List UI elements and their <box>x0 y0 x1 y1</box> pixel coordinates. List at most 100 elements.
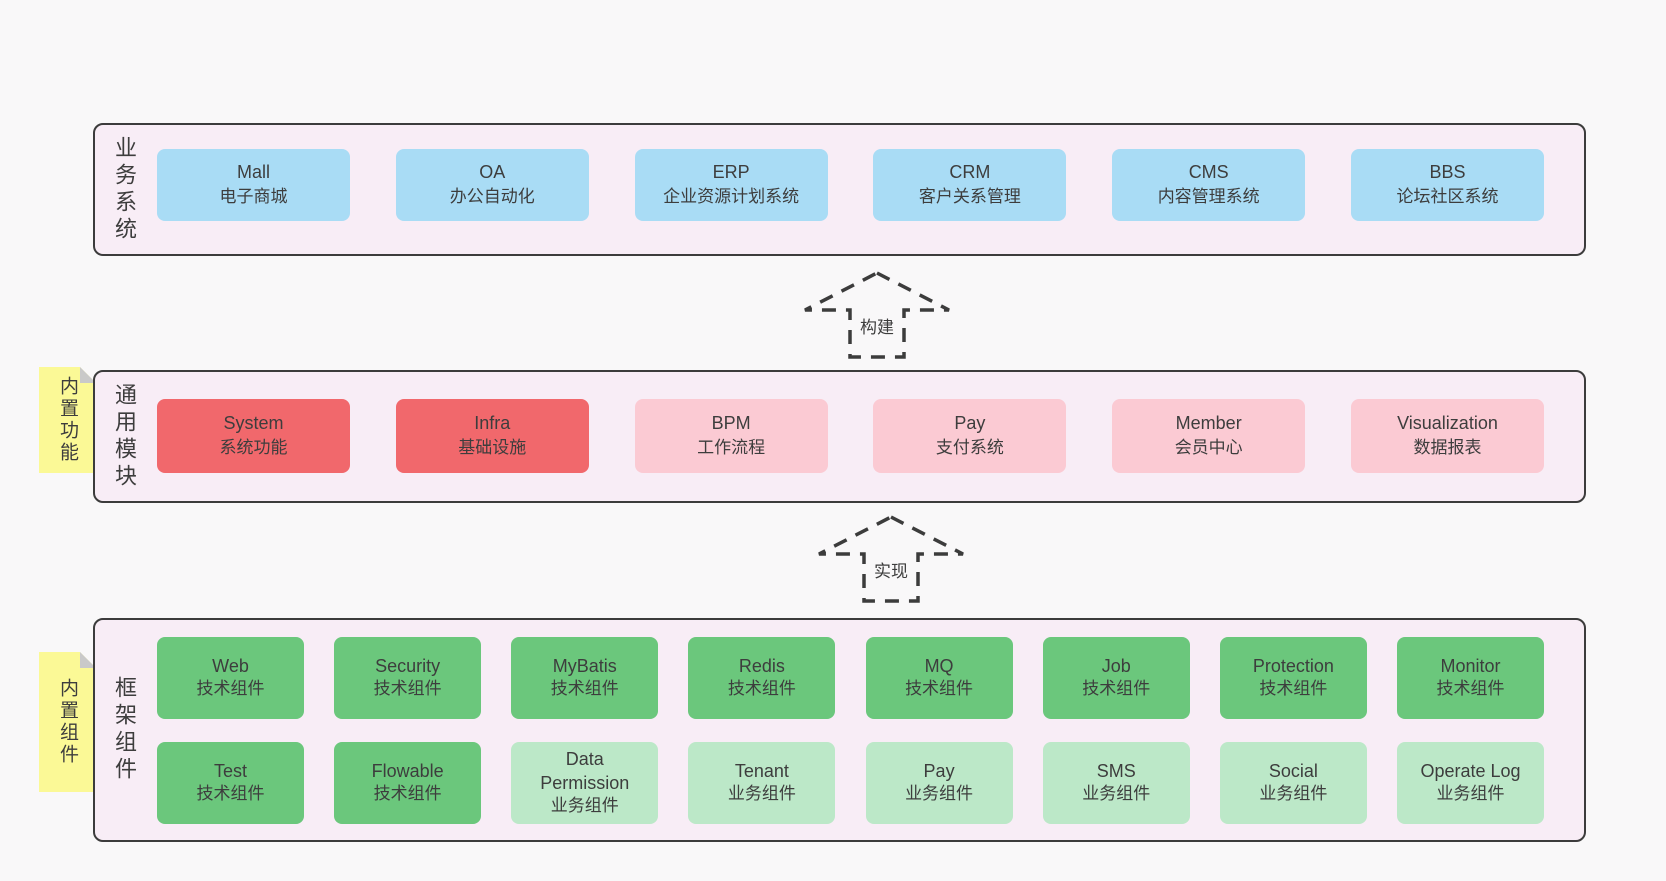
box-security: Security 技术组件 <box>334 636 482 719</box>
box-protection: Protection 技术组件 <box>1219 636 1367 719</box>
box-social: Social 业务组件 <box>1219 741 1367 824</box>
box-monitor: Monitor 技术组件 <box>1396 636 1544 719</box>
box-title: MQ <box>924 655 954 676</box>
sticky-tab-label: 内置组件 <box>57 678 78 766</box>
box-operate-log: Operate Log 业务组件 <box>1396 741 1544 824</box>
box-oa: OA 办公自动化 <box>395 148 589 221</box>
box-subtitle: 技术组件 <box>905 679 974 699</box>
box-mq: MQ 技术组件 <box>865 636 1013 719</box>
box-subtitle: 技术组件 <box>1436 679 1505 699</box>
build-arrow: 构建 <box>802 269 952 361</box>
box-title: Security <box>375 655 441 676</box>
box-title: Infra <box>474 413 511 434</box>
arrow-label: 实现 <box>870 557 912 582</box>
box-redis: Redis 技术组件 <box>688 636 836 719</box>
box-title: Job <box>1101 655 1131 676</box>
box-title: System <box>223 413 284 434</box>
layer-common-modules: 通用模块 System 系统功能 Infra 基础设施 BPM 工作流程 Pay… <box>93 370 1586 503</box>
box-title: Redis <box>738 655 785 676</box>
box-crm: CRM 客户关系管理 <box>873 148 1067 221</box>
box-subtitle: 电子商城 <box>219 187 288 207</box>
box-subtitle: 数据报表 <box>1413 438 1482 458</box>
box-subtitle: 客户关系管理 <box>918 187 1021 207</box>
box-title: CRM <box>949 162 991 183</box>
box-subtitle: 技术组件 <box>373 784 442 804</box>
box-subtitle: 系统功能 <box>219 438 288 458</box>
box-subtitle: 工作流程 <box>697 438 766 458</box>
components-row-1: Web 技术组件 Security 技术组件 MyBatis 技术组件 Redi… <box>157 636 1544 719</box>
box-subtitle: 技术组件 <box>1082 679 1151 699</box>
box-system: System 系统功能 <box>157 398 350 473</box>
box-subtitle: 支付系统 <box>935 438 1004 458</box>
box-title: ERP <box>712 162 750 183</box>
layer-label: 业务系统 <box>112 135 137 244</box>
box-title: Tenant <box>734 760 789 781</box>
box-subtitle: 办公自动化 <box>449 187 535 207</box>
layer-label: 框架组件 <box>112 676 137 784</box>
components-boxes-grid: Web 技术组件 Security 技术组件 MyBatis 技术组件 Redi… <box>147 620 1584 840</box>
layer-business-systems: 业务系统 Mall 电子商城 OA 办公自动化 ERP 企业资源计划系统 CRM… <box>93 123 1586 256</box>
box-mybatis: MyBatis 技术组件 <box>511 636 659 719</box>
dashed-up-arrow-icon <box>818 515 964 603</box>
box-title: Monitor <box>1440 655 1501 676</box>
box-subtitle: 技术组件 <box>550 679 619 699</box>
box-subtitle: 论坛社区系统 <box>1396 187 1499 207</box>
box-subtitle: 技术组件 <box>727 679 796 699</box>
box-title: Mall <box>236 162 270 183</box>
box-subtitle: 企业资源计划系统 <box>663 187 800 207</box>
box-subtitle: 业务组件 <box>727 784 796 804</box>
box-data-permission: Data Permission 业务组件 <box>511 741 659 824</box>
box-visualization: Visualization 数据报表 <box>1350 398 1544 473</box>
box-title: CMS <box>1188 162 1229 183</box>
box-pay-component: Pay 业务组件 <box>865 741 1013 824</box>
box-title: SMS <box>1096 760 1136 781</box>
box-bpm: BPM 工作流程 <box>634 398 828 473</box>
business-boxes-row: Mall 电子商城 OA 办公自动化 ERP 企业资源计划系统 CRM 客户关系… <box>147 125 1584 254</box>
box-subtitle: 基础设施 <box>458 438 527 458</box>
box-title: Pay <box>954 413 986 434</box>
arrow-label: 构建 <box>856 313 898 338</box>
box-title: MyBatis <box>552 655 617 676</box>
box-flowable: Flowable 技术组件 <box>334 741 482 824</box>
box-title: Data Permission <box>540 748 630 794</box>
box-subtitle: 技术组件 <box>373 679 442 699</box>
sticky-tab-built-in-features: 内置功能 <box>39 367 96 473</box>
box-title: Web <box>212 655 249 676</box>
sticky-note-shape <box>39 367 96 473</box>
box-title: OA <box>479 162 506 183</box>
box-title: Test <box>213 760 247 781</box>
box-subtitle: 技术组件 <box>196 784 265 804</box>
modules-boxes-row: System 系统功能 Infra 基础设施 BPM 工作流程 Pay 支付系统… <box>147 372 1584 501</box>
box-title: Flowable <box>371 760 444 781</box>
box-mall: Mall 电子商城 <box>157 148 350 221</box>
box-subtitle: 业务组件 <box>1082 784 1151 804</box>
box-title: Protection <box>1252 655 1334 676</box>
components-row-2: Test 技术组件 Flowable 技术组件 Data Permission … <box>157 741 1544 824</box>
box-erp: ERP 企业资源计划系统 <box>634 148 828 221</box>
sticky-tab-built-in-components: 内置组件 <box>39 652 96 792</box>
box-member: Member 会员中心 <box>1112 398 1306 473</box>
box-test: Test 技术组件 <box>157 741 304 824</box>
box-title: BPM <box>711 413 751 434</box>
layer-label: 通用模块 <box>112 382 137 491</box>
box-cms: CMS 内容管理系统 <box>1112 148 1306 221</box>
box-subtitle: 业务组件 <box>1436 784 1505 804</box>
box-title: Social <box>1268 760 1318 781</box>
box-subtitle: 技术组件 <box>1259 679 1328 699</box>
box-subtitle: 业务组件 <box>550 796 619 816</box>
box-subtitle: 内容管理系统 <box>1157 187 1260 207</box>
box-job: Job 技术组件 <box>1042 636 1190 719</box>
layer-framework-components: 框架组件 Web 技术组件 Security 技术组件 MyBatis 技术组件… <box>93 618 1586 842</box>
box-infra: Infra 基础设施 <box>395 398 589 473</box>
box-subtitle: 技术组件 <box>196 679 265 699</box>
box-bbs: BBS 论坛社区系统 <box>1350 148 1544 221</box>
box-title: Pay <box>923 760 955 781</box>
box-subtitle: 业务组件 <box>905 784 974 804</box>
sticky-note-shape <box>39 652 96 792</box>
box-subtitle: 会员中心 <box>1174 438 1243 458</box>
sticky-tab-label: 内置功能 <box>57 376 78 464</box>
box-title: Member <box>1175 413 1242 434</box>
dashed-up-arrow-icon <box>804 271 950 359</box>
box-pay: Pay 支付系统 <box>873 398 1067 473</box>
